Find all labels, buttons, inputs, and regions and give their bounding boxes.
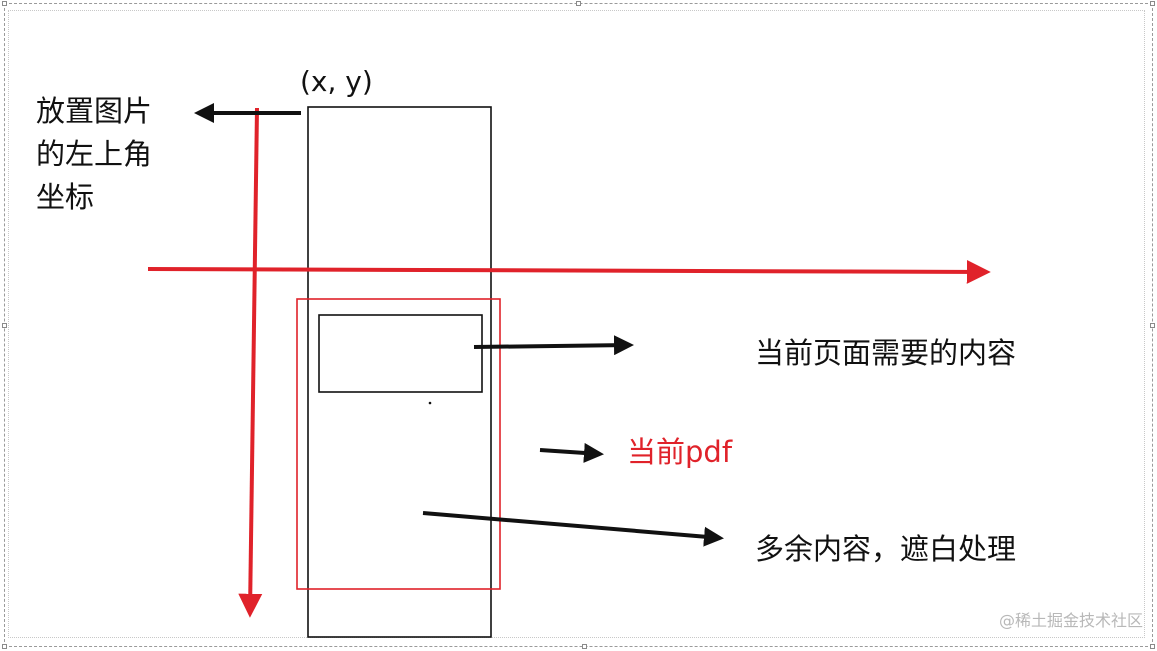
current-pdf-label: 当前pdf [627,435,733,469]
needed-content-rectangle [318,314,483,393]
small-dot [428,401,432,405]
coordinate-label: (x, y) [300,65,373,98]
horizontal-red-arrow [147,259,991,284]
arrow-to-current-page-content [473,335,634,356]
arrow-to-extra-content [422,511,724,547]
current-page-content-label: 当前页面需要的内容 [755,336,1017,370]
current-pdf-rectangle [296,298,501,590]
resize-handle-bottom-center[interactable] [582,644,587,649]
resize-handle-bottom-left[interactable] [2,644,7,649]
watermark: @稀土掘金技术社区 [998,611,1143,630]
top-left-note-label: 放置图片的左上角坐标 [36,94,153,214]
resize-handle-middle-left[interactable] [2,323,7,328]
resize-handle-top-center[interactable] [576,1,581,6]
vertical-red-arrow [238,107,263,618]
extra-content-label: 多余内容，遮白处理 [755,532,1017,566]
resize-handle-top-left[interactable] [2,1,7,6]
selection-frame-inner [8,10,1145,638]
resize-handle-middle-right[interactable] [1150,323,1155,328]
page-rectangle [307,106,492,638]
resize-handle-bottom-right[interactable] [1150,644,1155,649]
arrow-to-current-pdf [539,442,604,463]
resize-handle-top-right[interactable] [1150,1,1155,6]
